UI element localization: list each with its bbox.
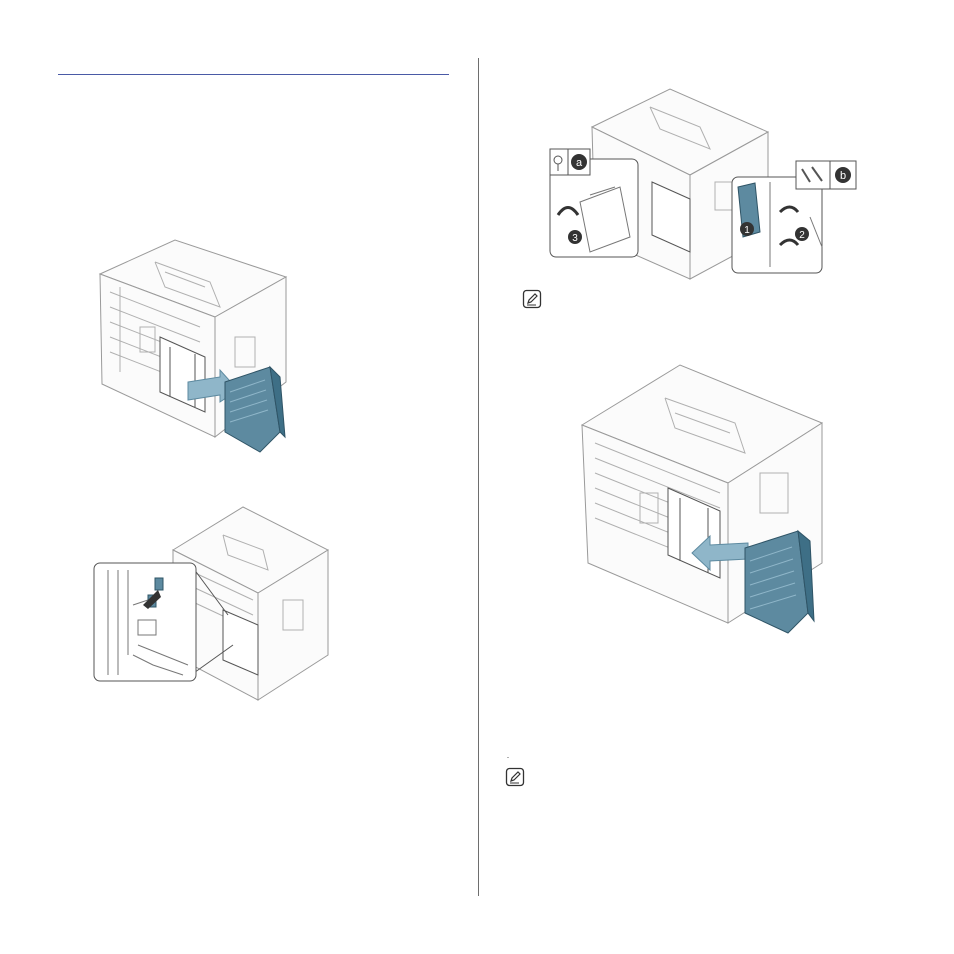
step-2: 2 bbox=[799, 230, 805, 241]
section-heading-rule bbox=[58, 74, 449, 75]
step-1: 1 bbox=[744, 225, 750, 236]
label-b: b bbox=[840, 170, 846, 182]
printer-hdd-install-screws-illustration: a 3 1 2 b bbox=[540, 87, 858, 283]
column-divider bbox=[478, 58, 479, 896]
note-pencil-icon bbox=[522, 289, 542, 309]
printer-remove-side-cover-illustration bbox=[90, 232, 290, 454]
step-3: 3 bbox=[572, 233, 578, 244]
label-a: a bbox=[576, 157, 583, 169]
printer-replace-side-cover-illustration bbox=[580, 363, 824, 635]
note-pencil-icon bbox=[505, 767, 525, 787]
printer-hdd-connector-illustration bbox=[93, 505, 333, 710]
stray-mark bbox=[507, 757, 509, 758]
